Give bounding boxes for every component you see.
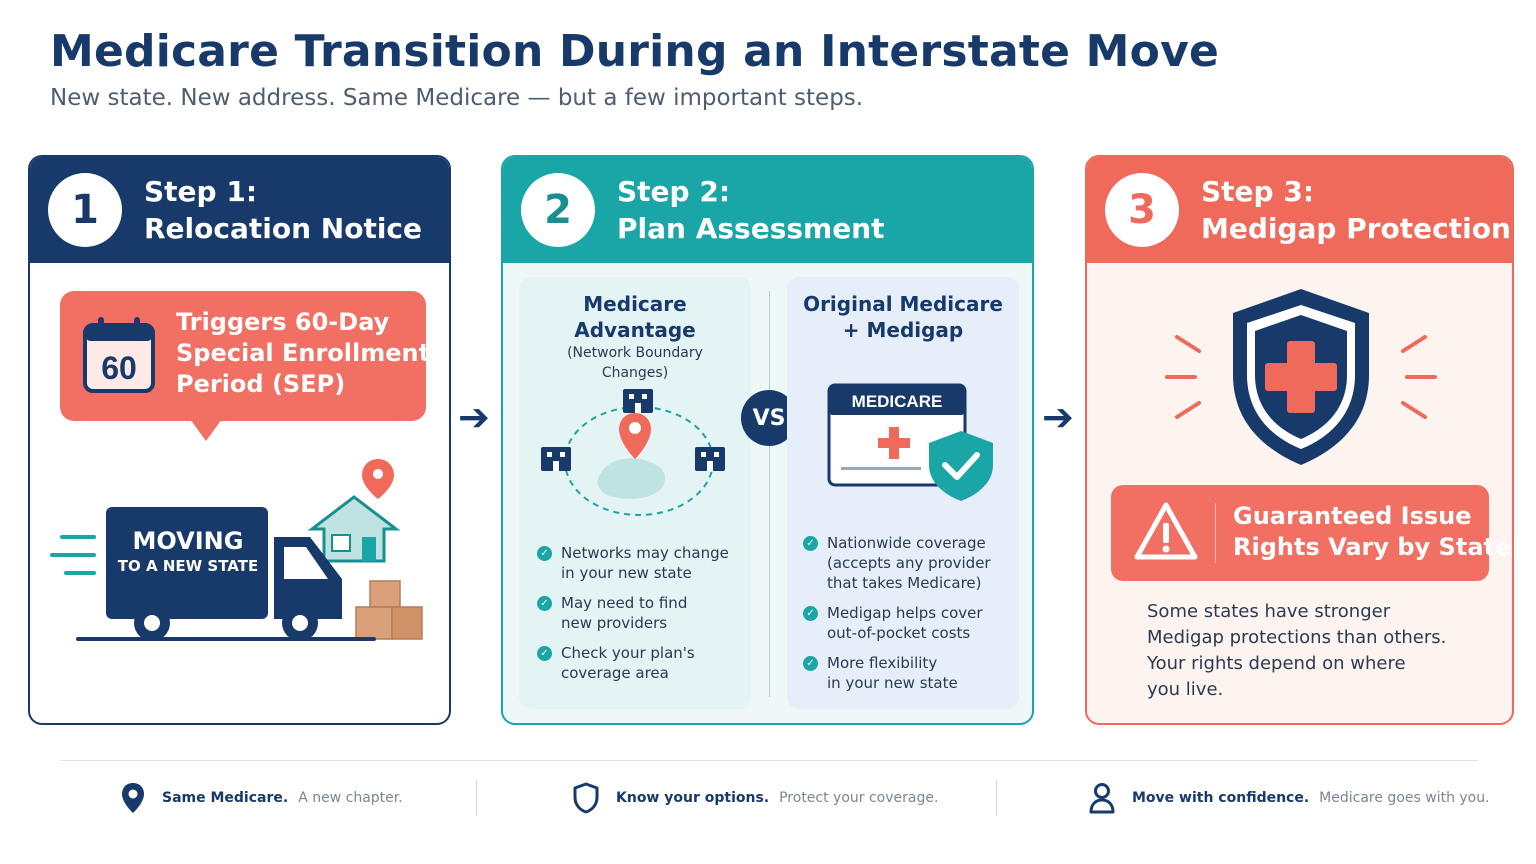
ma-subtitle-line-1: (Network Boundary	[567, 345, 703, 361]
shield-icon	[573, 782, 599, 814]
ma-bullet-2-line-2: new providers	[561, 614, 668, 632]
original-medicare-panel: Original Medicare + Medigap MEDICARE ✓ N…	[787, 277, 1019, 709]
om-title-line-1: Original Medicare	[803, 292, 1003, 316]
shield-check-icon	[929, 431, 993, 501]
check-icon: ✓	[803, 656, 818, 671]
arrow-right-icon: ➔	[1042, 395, 1074, 439]
page-title: Medicare Transition During an Interstate…	[50, 26, 1220, 77]
note-line-2: Medigap protections than others.	[1147, 627, 1447, 648]
calendar-icon: 60	[83, 317, 155, 393]
om-bullet-3-line-1: More flexibility	[827, 654, 938, 672]
step-3-title: Medigap Protections	[1201, 212, 1514, 245]
step-3-header: 3 Step 3: Medigap Protections	[1087, 157, 1512, 263]
user-icon	[1089, 783, 1115, 814]
ma-bullet-1-line-1: Networks may change	[561, 544, 729, 562]
footer-1-bold: Same Medicare.	[162, 790, 289, 806]
step-2-label: Step 2:	[617, 175, 731, 208]
footer-divider	[60, 760, 1478, 761]
page-subtitle: New state. New address. Same Medicare — …	[50, 85, 864, 111]
check-icon: ✓	[803, 536, 818, 551]
sep-line-2: Special Enrollment	[176, 339, 431, 367]
step-1-title: Relocation Notice	[144, 212, 423, 245]
om-bullet-1-line-2: (accepts any provider	[827, 554, 991, 572]
om-bullet-2: ✓ Medigap helps cover out-of-pocket cost…	[803, 603, 991, 643]
ma-bullet-1: ✓ Networks may change in your new state	[537, 543, 729, 583]
step-2-title: Plan Assessment	[617, 212, 885, 245]
ma-bullet-1-line-2: in your new state	[561, 564, 692, 582]
step-1-label: Step 1:	[144, 175, 258, 208]
footer-separator	[476, 780, 477, 816]
sep-callout: 60 Triggers 60-Day Special Enrollment Pe…	[60, 291, 430, 441]
ma-bullet-3: ✓ Check your plan's coverage area	[537, 643, 729, 683]
ma-bullet-3-line-2: coverage area	[561, 664, 669, 682]
network-map-icon	[541, 389, 725, 516]
footer-3-bold: Move with confidence.	[1132, 790, 1310, 806]
om-title-line-2: + Medigap	[842, 318, 964, 342]
step-2-header: 2 Step 2: Plan Assessment	[503, 157, 1032, 263]
note-line-3: Your rights depend on where	[1147, 653, 1406, 674]
footer-1-text: A new chapter.	[298, 790, 403, 806]
medicare-advantage-panel: Medicare Advantage (Network Boundary Cha…	[519, 277, 751, 709]
moving-truck-icon	[50, 459, 423, 641]
warning-line-2: Rights Vary by State	[1233, 533, 1512, 561]
medigap-note: Some states have stronger Medigap protec…	[1147, 599, 1446, 703]
step-3-label: Step 3:	[1201, 175, 1315, 208]
footer-item-2: Know your options. Protect your coverage…	[572, 782, 938, 814]
om-bullet-3-line-2: in your new state	[827, 674, 958, 692]
location-pin-icon	[362, 459, 394, 499]
ma-subtitle-line-2: Changes)	[601, 365, 669, 381]
footer-separator	[996, 780, 997, 816]
footer-2-text: Protect your coverage.	[779, 790, 939, 806]
om-bullet-1-line-3: that takes Medicare)	[827, 574, 982, 592]
ma-bullet-2: ✓ May need to find new providers	[537, 593, 729, 633]
check-icon: ✓	[537, 596, 552, 611]
check-icon: ✓	[537, 546, 552, 561]
medicare-card-icon: MEDICARE	[827, 383, 993, 501]
footer-item-3: Move with confidence. Medicare goes with…	[1088, 782, 1490, 814]
map-pin-icon	[122, 783, 144, 813]
footer-2-bold: Know your options.	[616, 790, 770, 806]
note-line-4: you live.	[1147, 679, 1224, 700]
warning-icon	[1134, 502, 1198, 560]
om-bullet-1-line-1: Nationwide coverage	[827, 534, 986, 552]
medical-shield-icon	[1165, 289, 1437, 465]
step-1-number: 1	[48, 173, 122, 247]
ma-bullet-2-line-1: May need to find	[561, 594, 688, 612]
step-3-card: 3 Step 3: Medigap Protections Guaranteed	[1085, 155, 1514, 725]
om-bullet-2-line-2: out-of-pocket costs	[827, 624, 971, 642]
sep-line-1: Triggers 60-Day	[176, 308, 390, 336]
sep-line-3: Period (SEP)	[176, 370, 346, 398]
om-bullet-1: ✓ Nationwide coverage (accepts any provi…	[803, 533, 991, 593]
truck-line-2: TO A NEW STATE	[117, 557, 259, 575]
truck-line-1: MOVING	[132, 527, 244, 555]
ma-bullet-3-line-1: Check your plan's	[561, 644, 695, 662]
arrow-right-icon: ➔	[458, 395, 490, 439]
check-icon: ✓	[803, 606, 818, 621]
moving-boxes-icon	[355, 580, 423, 640]
ma-title-line-1: Medicare	[583, 292, 687, 316]
guaranteed-issue-warning: Guaranteed Issue Rights Vary by State	[1111, 485, 1511, 581]
house-icon	[307, 495, 401, 563]
step-3-number: 3	[1105, 173, 1179, 247]
panel-divider	[769, 291, 770, 697]
warning-line-1: Guaranteed Issue	[1233, 502, 1472, 530]
note-line-1: Some states have stronger	[1147, 601, 1391, 622]
footer-3-text: Medicare goes with you.	[1319, 790, 1490, 806]
calendar-number: 60	[101, 350, 137, 386]
ma-title-line-2: Advantage	[574, 318, 696, 342]
step-1-header: 1 Step 1: Relocation Notice	[30, 157, 449, 263]
footer-item-1: Same Medicare. A new chapter.	[120, 782, 403, 814]
om-bullet-3: ✓ More flexibility in your new state	[803, 653, 991, 693]
check-icon: ✓	[537, 646, 552, 661]
medicare-card-label: MEDICARE	[852, 392, 943, 411]
step-2-card: 2 Step 2: Plan Assessment Medicare Advan…	[501, 155, 1034, 725]
om-bullet-2-line-1: Medigap helps cover	[827, 604, 983, 622]
step-1-card: 1 Step 1: Relocation Notice 60 Triggers …	[28, 155, 451, 725]
step-2-number: 2	[521, 173, 595, 247]
